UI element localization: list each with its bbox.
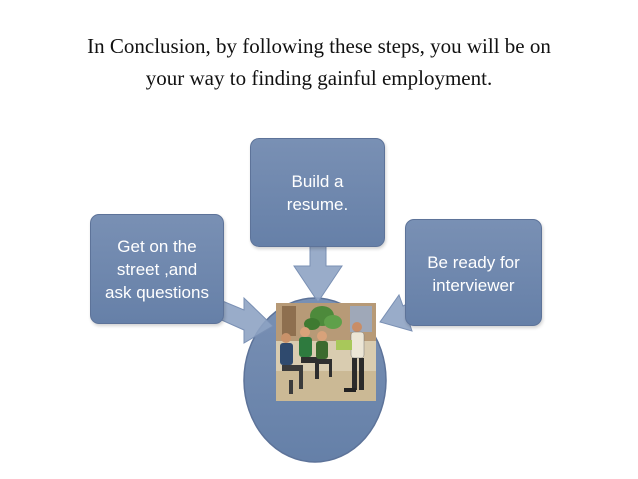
step-box-text: Be ready for interviewer (427, 251, 520, 297)
step-box-text: Get on the street ,and ask questions (105, 235, 209, 304)
step-box-text: Build a resume. (287, 170, 348, 216)
step-line: Be ready for (427, 253, 520, 272)
step-line: interviewer (432, 276, 515, 295)
title-line-2: your way to finding gainful employment. (145, 66, 493, 90)
people-meeting-clipart (276, 303, 376, 401)
slide-title: In Conclusion, by following these steps,… (20, 30, 618, 94)
step-line: street ,and (116, 259, 198, 279)
step-line: resume. (286, 195, 349, 214)
step-box-be-ready-for-interviewer: Be ready for interviewer (405, 219, 542, 326)
title-line-1: In Conclusion, by following these steps,… (87, 34, 551, 58)
step-box-build-a-resume: Build a resume. (250, 138, 385, 247)
step-box-get-on-the-street: Get on the street ,and ask questions (90, 214, 224, 324)
step-line: Get on the (117, 236, 197, 256)
step-line: ask questions (105, 282, 209, 302)
step-line: Build a (291, 172, 344, 191)
